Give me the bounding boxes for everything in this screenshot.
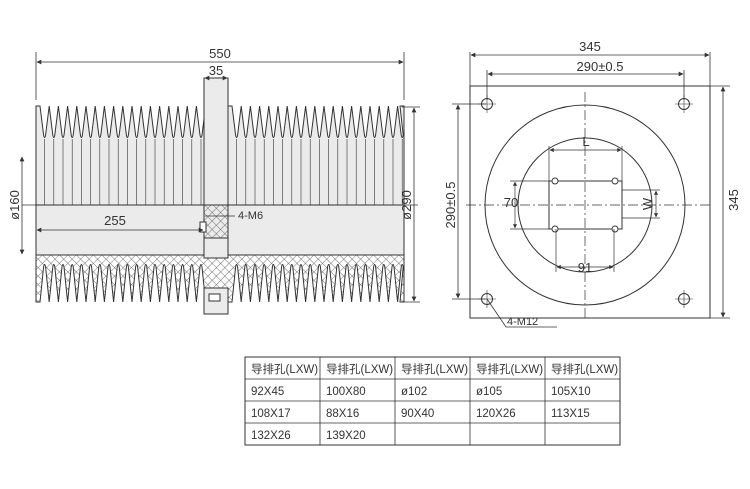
inner-holes — [551, 177, 619, 233]
table-cell: 88X16 — [326, 408, 359, 420]
table-cell: 105X10 — [551, 386, 591, 398]
bushing-section-half — [35, 254, 405, 303]
table-header-cell: 导排孔(LXW) — [401, 362, 468, 376]
dim-inner-70: 70 — [504, 195, 518, 210]
dim-inner-diameter: ø160 — [7, 190, 22, 220]
table-cells: 导排孔(LXW) 导排孔(LXW) 导排孔(LXW) 导排孔(LXW) 导排孔(LXW)… — [251, 362, 618, 442]
dim-bar-width: 35 — [209, 63, 223, 78]
dim-hole-spacing-h: 290±0.5 — [577, 59, 624, 74]
dim-inner-91: 91 — [578, 260, 592, 275]
table-cell: 100X80 — [326, 386, 366, 398]
inner-hole — [611, 177, 619, 185]
dim-overall-length: 550 — [209, 46, 231, 61]
table-grid — [245, 357, 620, 445]
table-cell: ø105 — [476, 386, 502, 398]
dim-half-length: 255 — [104, 213, 126, 228]
table-cell: 120X26 — [476, 408, 516, 420]
dim-hole-spacing-v: 290±0.5 — [443, 182, 458, 229]
dim-slot-width: W — [640, 197, 655, 210]
fin-lines — [44, 139, 403, 205]
table-cell: 90X40 — [401, 408, 434, 420]
bolt-label: 4-M12 — [507, 316, 538, 328]
table-header-cell: 导排孔(LXW) — [251, 362, 318, 376]
table-header-cell: 导排孔(LXW) — [326, 362, 393, 376]
screw-hole — [199, 221, 207, 233]
table-cell: 92X45 — [251, 386, 284, 398]
table-cell: 113X15 — [551, 408, 590, 420]
side-view: 550 35 ø160 ø290 255 4-M6 — [7, 46, 420, 315]
inner-hole — [611, 225, 619, 233]
screw-head — [208, 293, 221, 302]
dim-plate-width: 345 — [579, 39, 601, 54]
table-cell: 139X20 — [326, 430, 366, 442]
dim-slot-length: L — [582, 134, 589, 149]
dim-plate-height: 345 — [726, 189, 741, 211]
front-view: 345 290±0.5 290±0.5 345 L W 70 — [443, 39, 741, 328]
table-cell: ø102 — [401, 386, 427, 398]
spec-table: 导排孔(LXW) 导排孔(LXW) 导排孔(LXW) 导排孔(LXW) 导排孔(LXW)… — [244, 356, 621, 446]
table-header-cell: 导排孔(LXW) — [476, 362, 543, 376]
table-cell: 132X26 — [251, 430, 291, 442]
dim-outer-diameter: ø290 — [399, 190, 414, 220]
table-cell: 108X17 — [251, 408, 291, 420]
thread-label: 4-M6 — [238, 210, 263, 222]
bar-section — [203, 204, 229, 239]
inner-hole — [551, 225, 559, 233]
table-header-cell: 导排孔(LXW) — [551, 362, 618, 376]
inner-hole — [551, 177, 559, 185]
